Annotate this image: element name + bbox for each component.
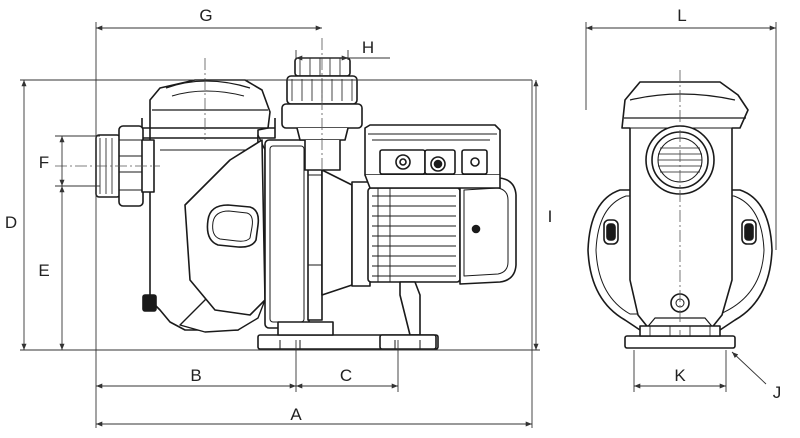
dim-label-g: G	[199, 6, 212, 25]
front-strainer-housing	[621, 81, 749, 331]
drive-box	[364, 124, 501, 189]
dim-label-i: I	[548, 207, 553, 226]
dim-label-e: E	[38, 261, 49, 280]
dimension-labels: G H D F E I B C A L K J	[5, 6, 781, 424]
dim-label-c: C	[340, 366, 352, 385]
dim-label-b: B	[190, 366, 201, 385]
outlet-union	[281, 57, 363, 171]
dim-label-k: K	[674, 366, 686, 385]
side-view	[95, 57, 517, 350]
front-base-plate	[624, 335, 736, 349]
dim-label-a: A	[290, 405, 302, 424]
dim-label-l: L	[677, 6, 686, 25]
motor-adapter	[321, 169, 371, 296]
dim-label-d: D	[5, 213, 17, 232]
dim-label-h: H	[362, 38, 374, 57]
motor-body	[367, 177, 517, 285]
base-feet	[257, 281, 439, 350]
dim-label-f: F	[39, 153, 49, 172]
dimension-lines	[20, 22, 777, 428]
motor-flange	[264, 139, 323, 329]
volute-body	[179, 134, 266, 333]
dim-label-j: J	[773, 383, 782, 402]
